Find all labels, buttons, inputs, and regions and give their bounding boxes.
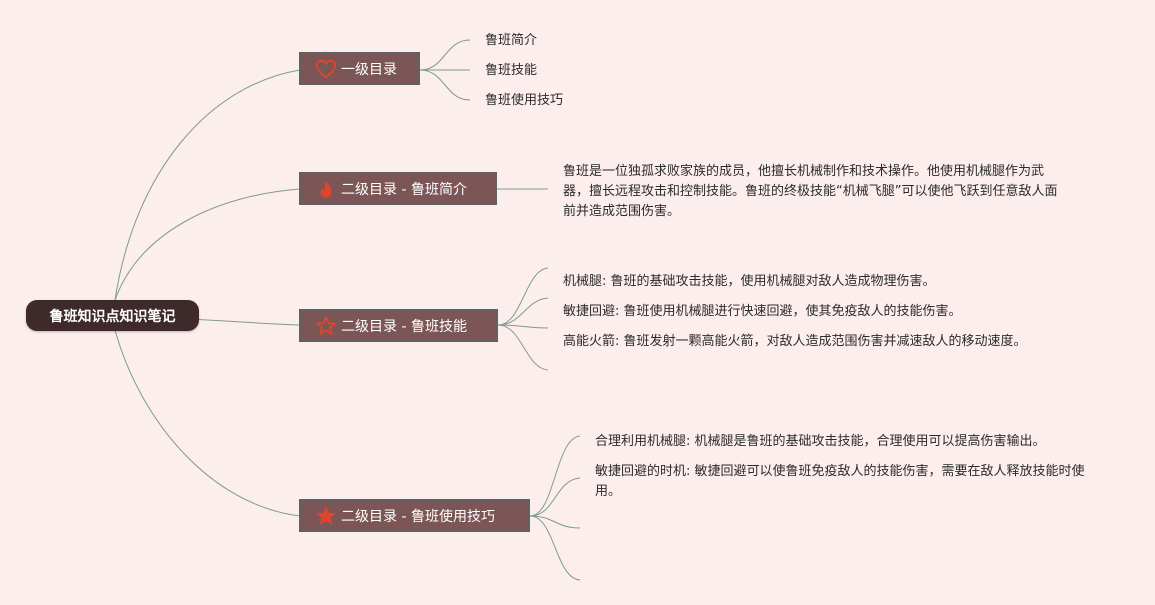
leaf-item[interactable]: 敏捷回避的时机: 敏捷回避可以使鲁班免疫敌人的技能伤害，需要在敌人释放技能时使用…: [595, 464, 1085, 499]
topic-intro[interactable]: 二级目录 - 鲁班简介: [299, 172, 497, 205]
leaf-item[interactable]: 鲁班是一位独孤求败家族的成员，他擅长机械制作和技术操作。他使用机械腿作为武器，擅…: [563, 164, 1058, 219]
topic-level1-toc[interactable]: 一级目录: [299, 52, 420, 85]
fire-icon: [320, 179, 332, 198]
topic-tips[interactable]: 二级目录 - 鲁班使用技巧: [299, 499, 530, 532]
topic-label: 一级目录: [341, 61, 397, 78]
topic-label: 二级目录 - 鲁班技能: [341, 318, 467, 335]
root-topic[interactable]: 鲁班知识点知识笔记: [26, 300, 199, 331]
topic-label: 二级目录 - 鲁班简介: [341, 181, 467, 198]
leaf-item[interactable]: 鲁班简介: [485, 33, 538, 48]
leaf-item[interactable]: 鲁班使用技巧: [485, 93, 564, 108]
topic-label: 二级目录 - 鲁班使用技巧: [341, 508, 495, 525]
leaf-item[interactable]: 机械腿: 鲁班的基础攻击技能，使用机械腿对敌人造成物理伤害。: [563, 274, 936, 289]
leaf-item[interactable]: 高能火箭: 鲁班发射一颗高能火箭，对敌人造成范围伤害并减速敌人的移动速度。: [563, 334, 1027, 349]
star-filled-icon: [316, 506, 336, 524]
topic-skills[interactable]: 二级目录 - 鲁班技能: [299, 309, 498, 342]
leaf-item[interactable]: 合理利用机械腿: 机械腿是鲁班的基础攻击技能，合理使用可以提高伤害输出。: [595, 434, 1046, 449]
heart-icon: [315, 59, 337, 78]
leaf-item[interactable]: 敏捷回避: 鲁班使用机械腿进行快速回避，使其免疫敌人的技能伤害。: [563, 304, 962, 319]
star-outline-icon: [316, 315, 336, 335]
root-topic-label: 鲁班知识点知识笔记: [49, 308, 176, 325]
leaf-item[interactable]: 鲁班技能: [485, 63, 538, 78]
